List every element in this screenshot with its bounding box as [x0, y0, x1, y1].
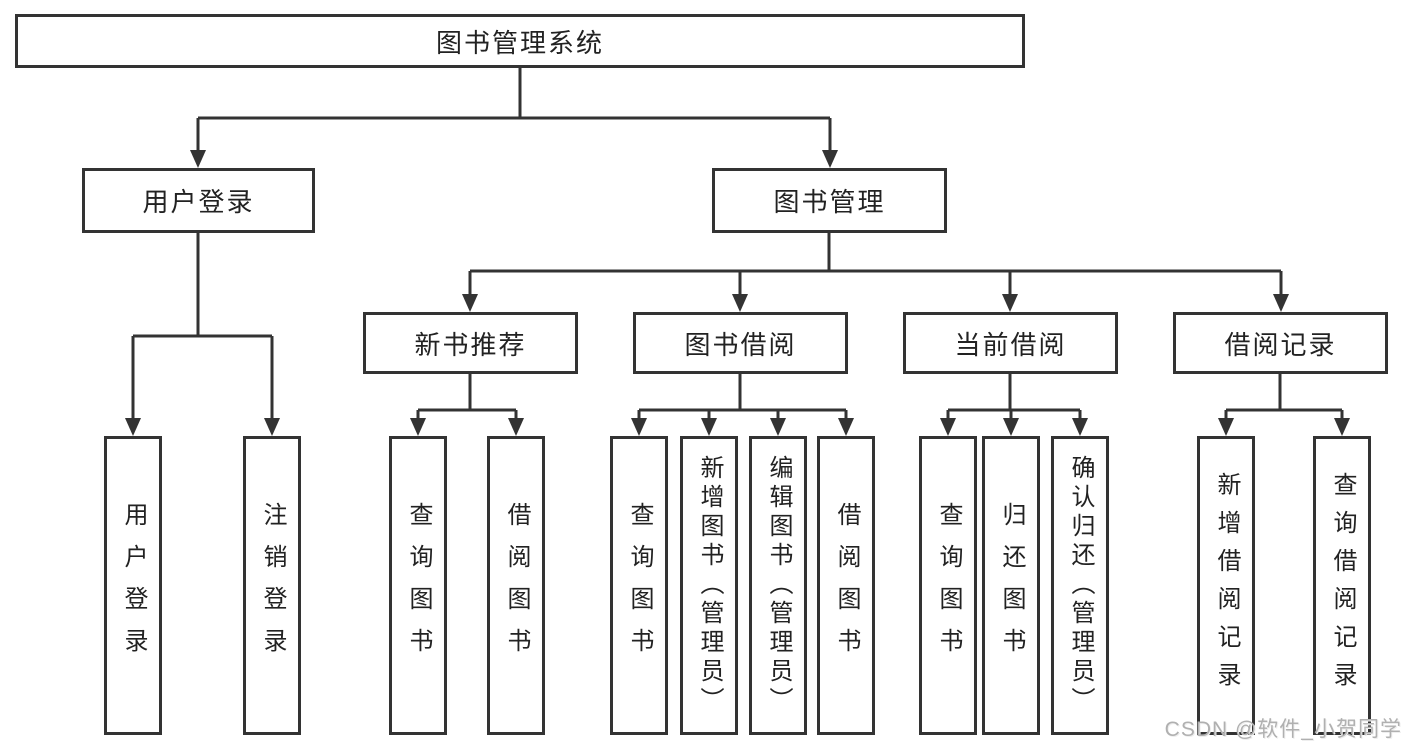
node-label: 当前借阅 [954, 329, 1067, 360]
leaf-label: 新增图书（管理员） [696, 455, 723, 716]
leaf-label: 查询图书 [935, 501, 962, 670]
arrowheads [125, 150, 1350, 436]
leaf-add-borrow-record: 新增借阅记录 [1197, 436, 1255, 735]
leaf-edit-books-admin: 编辑图书（管理员） [749, 436, 807, 735]
leaf-label: 编辑图书（管理员） [765, 455, 792, 716]
leaf-label: 用户登录 [120, 501, 147, 670]
leaf-label: 查询借阅记录 [1329, 471, 1356, 700]
leaf-label: 借阅图书 [833, 501, 860, 670]
node-label: 新书推荐 [414, 329, 527, 360]
node-label: 借阅记录 [1224, 329, 1337, 360]
leaf-label: 查询图书 [405, 501, 432, 670]
node-book-management: 图书管理 [712, 168, 947, 233]
leaf-return-books: 归还图书 [982, 436, 1040, 735]
node-label: 用户登录 [142, 187, 255, 217]
leaf-label: 借阅图书 [503, 501, 530, 670]
leaf-borrow-books: 借阅图书 [817, 436, 875, 735]
leaf-borrow-books-recommend: 借阅图书 [487, 436, 545, 735]
node-new-book-recommendation: 新书推荐 [363, 312, 578, 374]
node-label: 图书管理 [773, 187, 886, 217]
node-current-borrowing: 当前借阅 [903, 312, 1118, 374]
node-book-borrowing: 图书借阅 [633, 312, 848, 374]
leaf-add-books-admin: 新增图书（管理员） [680, 436, 738, 735]
leaf-label: 确认归还（管理员） [1067, 455, 1094, 716]
leaf-user-login: 用户登录 [104, 436, 162, 735]
node-borrow-records: 借阅记录 [1173, 312, 1388, 374]
csdn-watermark: CSDN @软件_小贺同学 [1164, 718, 1402, 741]
leaf-label: 归还图书 [998, 501, 1025, 670]
node-user-login: 用户登录 [82, 168, 315, 233]
leaf-label: 注销登录 [259, 501, 286, 670]
node-label: 图书管理系统 [435, 27, 604, 58]
leaf-confirm-return-admin: 确认归还（管理员） [1051, 436, 1109, 735]
leaf-query-books-recommend: 查询图书 [389, 436, 447, 735]
node-library-system: 图书管理系统 [15, 14, 1025, 68]
leaf-label: 新增借阅记录 [1213, 471, 1240, 700]
leaf-logout: 注销登录 [243, 436, 301, 735]
node-label: 图书借阅 [684, 329, 797, 360]
leaf-label: 查询图书 [626, 501, 653, 670]
leaf-query-books-current: 查询图书 [919, 436, 977, 735]
leaf-query-borrow-record: 查询借阅记录 [1313, 436, 1371, 735]
leaf-query-books-borrowing: 查询图书 [610, 436, 668, 735]
